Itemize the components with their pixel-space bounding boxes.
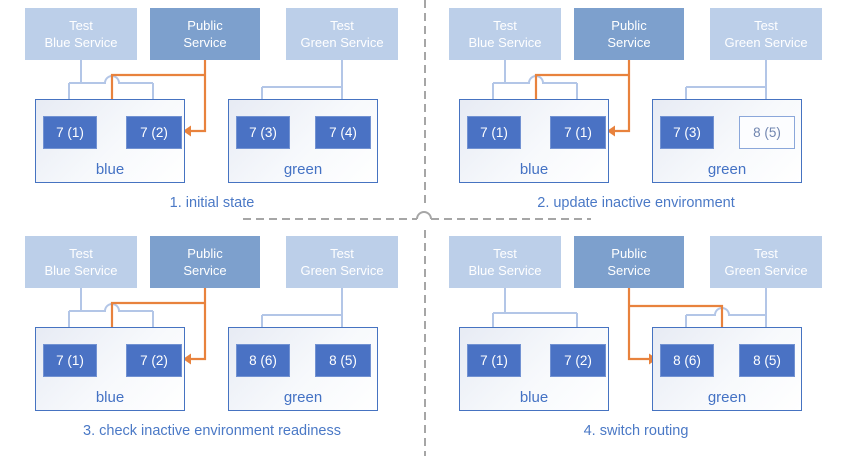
service-label: Test Blue Service xyxy=(468,18,542,50)
pod-green-2-new-version: 8 (5) xyxy=(739,116,795,149)
panel-check-inactive-environment-readiness: Test Blue Service Public Service Test Gr… xyxy=(0,228,424,456)
panel-initial-state: Test Blue Service Public Service Test Gr… xyxy=(0,0,424,228)
pod-green-2: 8 (5) xyxy=(739,344,795,377)
environment-label: blue xyxy=(95,161,125,178)
test-green-service-box: Test Green Service xyxy=(286,8,398,60)
pod-blue-1: 7 (1) xyxy=(467,344,521,377)
panel-caption: 3. check inactive environment readiness xyxy=(83,423,341,439)
arrowhead-left-icon xyxy=(607,125,615,137)
green-environment-box: 8 (6) 8 (5) green xyxy=(652,327,802,411)
test-blue-service-box: Test Blue Service xyxy=(449,8,561,60)
green-environment-box: 7 (3) 7 (4) green xyxy=(228,99,378,183)
environment-label: green xyxy=(283,389,323,406)
service-label: Test Blue Service xyxy=(44,18,118,50)
panel-switch-routing: Test Blue Service Public Service Test Gr… xyxy=(424,228,848,456)
pod-blue-2: 7 (2) xyxy=(550,344,606,377)
panel-update-inactive-environment: Test Blue Service Public Service Test Gr… xyxy=(424,0,848,228)
panel-caption: 1. initial state xyxy=(169,195,255,211)
blue-environment-box: 7 (1) 7 (2) blue xyxy=(459,327,609,411)
blue-environment-box: 7 (1) 7 (2) blue xyxy=(35,327,185,411)
service-label: Test Blue Service xyxy=(44,246,118,278)
pod-blue-1: 7 (1) xyxy=(43,116,97,149)
environment-label: blue xyxy=(519,389,549,406)
pod-blue-1: 7 (1) xyxy=(43,344,97,377)
test-green-service-box: Test Green Service xyxy=(710,8,822,60)
pod-green-2: 8 (5) xyxy=(315,344,371,377)
test-blue-service-box: Test Blue Service xyxy=(449,236,561,288)
panel-caption: 4. switch routing xyxy=(583,423,689,439)
service-label: Public Service xyxy=(607,246,651,278)
test-green-service-box: Test Green Service xyxy=(286,236,398,288)
public-service-box: Public Service xyxy=(574,8,684,60)
blue-environment-box: 7 (1) 7 (1) blue xyxy=(459,99,609,183)
environment-label: blue xyxy=(519,161,549,178)
environment-label: green xyxy=(707,389,747,406)
service-label: Test Green Service xyxy=(300,18,384,50)
service-label: Test Blue Service xyxy=(468,246,542,278)
service-label: Public Service xyxy=(183,18,227,50)
environment-label: blue xyxy=(95,389,125,406)
pod-blue-2: 7 (2) xyxy=(126,116,182,149)
test-blue-service-box: Test Blue Service xyxy=(25,8,137,60)
public-service-box: Public Service xyxy=(574,236,684,288)
environment-label: green xyxy=(707,161,747,178)
pod-blue-2: 7 (2) xyxy=(126,344,182,377)
service-label: Public Service xyxy=(607,18,651,50)
green-environment-box: 8 (6) 8 (5) green xyxy=(228,327,378,411)
environment-label: green xyxy=(283,161,323,178)
panel-caption: 2. update inactive environment xyxy=(537,195,735,211)
service-label: Test Green Service xyxy=(724,18,808,50)
service-label: Test Green Service xyxy=(724,246,808,278)
arrowhead-left-icon xyxy=(183,125,191,137)
service-label: Test Green Service xyxy=(300,246,384,278)
pod-green-2: 7 (4) xyxy=(315,116,371,149)
green-environment-box: 7 (3) 8 (5) green xyxy=(652,99,802,183)
pod-blue-1: 7 (1) xyxy=(467,116,521,149)
arrowhead-left-icon xyxy=(183,353,191,365)
pod-green-1: 8 (6) xyxy=(660,344,714,377)
pod-green-1: 7 (3) xyxy=(660,116,714,149)
test-blue-service-box: Test Blue Service xyxy=(25,236,137,288)
public-service-box: Public Service xyxy=(150,8,260,60)
pod-green-1: 8 (6) xyxy=(236,344,290,377)
pod-green-1: 7 (3) xyxy=(236,116,290,149)
test-green-service-box: Test Green Service xyxy=(710,236,822,288)
public-service-box: Public Service xyxy=(150,236,260,288)
blue-environment-box: 7 (1) 7 (2) blue xyxy=(35,99,185,183)
pod-blue-2: 7 (1) xyxy=(550,116,606,149)
service-label: Public Service xyxy=(183,246,227,278)
